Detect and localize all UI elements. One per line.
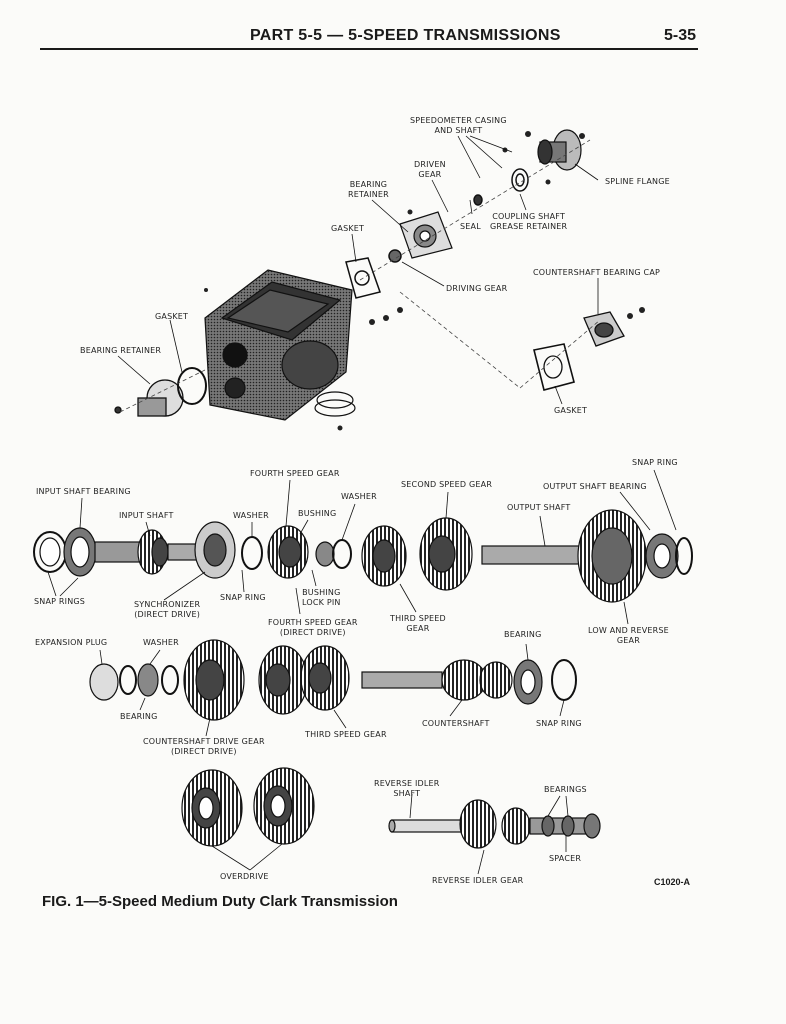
label-synchronizer: SYNCHRONIZER (DIRECT DRIVE) <box>134 600 201 619</box>
figure-code: C1020-A <box>654 877 691 887</box>
label-input-shaft: INPUT SHAFT <box>119 511 174 520</box>
overdrive-gears <box>181 767 315 847</box>
label-reverse-idler-shaft: REVERSE IDLER SHAFT <box>374 779 440 798</box>
reverse-idler-gear-part <box>388 799 601 849</box>
input-bearing-retainer <box>114 367 207 417</box>
label-seal: SEAL <box>460 222 481 231</box>
label-snap-rings: SNAP RINGS <box>34 597 86 606</box>
top-leader-lines <box>117 135 599 405</box>
label-speedometer-casing: SPEEDOMETER CASING AND SHAFT <box>410 116 507 135</box>
label-snap-ring-mid: SNAP RING <box>220 593 266 602</box>
label-output-shaft: OUTPUT SHAFT <box>507 503 571 512</box>
label-second-speed-gear: SECOND SPEED GEAR <box>401 480 493 489</box>
label-bearings: BEARINGS <box>544 785 587 794</box>
label-output-shaft-bearing: OUTPUT SHAFT BEARING <box>543 482 647 491</box>
label-washer-left: WASHER <box>233 511 269 520</box>
page-header-title: PART 5-5 — 5-SPEED TRANSMISSIONS <box>250 27 561 44</box>
main-shaft-gears <box>33 509 693 603</box>
label-gasket-left: GASKET <box>155 312 189 321</box>
spline-flange <box>537 129 582 171</box>
label-gasket-right: GASKET <box>554 406 588 415</box>
label-bearing-mid: BEARING <box>504 630 542 639</box>
label-bushing: BUSHING <box>298 509 337 518</box>
figure-caption: FIG. 1—5-Speed Medium Duty Clark Transmi… <box>42 893 398 910</box>
label-driving-gear: DRIVING GEAR <box>446 284 508 293</box>
transmission-case <box>204 269 356 421</box>
bottom-leader-lines <box>211 793 569 875</box>
middle-leader-lines <box>47 469 677 625</box>
label-bearing-low: BEARING <box>120 712 158 721</box>
label-spline-flange: SPLINE FLANGE <box>605 177 670 186</box>
label-driven-gear: DRIVEN GEAR <box>414 160 446 179</box>
label-washer-mid: WASHER <box>341 492 377 501</box>
label-countershaft: COUNTERSHAFT <box>422 719 490 728</box>
countershaft-leader-lines <box>99 643 565 737</box>
top-bearing-retainer <box>399 211 453 259</box>
small-fasteners <box>204 131 645 431</box>
label-reverse-idler-gear: REVERSE IDLER GEAR <box>432 876 524 885</box>
label-fourth-speed-gear-direct: FOURTH SPEED GEAR (DIRECT DRIVE) <box>268 618 358 637</box>
label-spacer: SPACER <box>549 854 582 863</box>
label-bushing-lock-pin: BUSHING LOCK PIN <box>302 588 341 607</box>
top-centerlines <box>119 139 601 413</box>
countershaft-gears <box>89 639 577 721</box>
label-bearing-retainer-top: BEARING RETAINER <box>348 180 389 199</box>
page-number: 5-35 <box>664 27 697 44</box>
label-snap-ring-top: SNAP RING <box>632 458 678 467</box>
label-third-speed-gear-top: THIRD SPEED GEAR <box>390 614 446 633</box>
label-coupling-shaft: COUPLING SHAFT GREASE RETAINER <box>490 212 568 231</box>
label-input-shaft-bearing: INPUT SHAFT BEARING <box>36 487 131 496</box>
label-low-reverse-gear: LOW AND REVERSE GEAR <box>588 626 669 645</box>
label-countershaft-drive-gear: COUNTERSHAFT DRIVE GEAR (DIRECT DRIVE) <box>143 737 265 756</box>
label-countershaft-bearing-cap: COUNTERSHAFT BEARING CAP <box>533 268 661 277</box>
label-washer-low: WASHER <box>143 638 179 647</box>
countershaft-bearing-cap-part <box>533 311 625 391</box>
label-bearing-retainer-left: BEARING RETAINER <box>80 346 162 355</box>
label-gasket-top: GASKET <box>331 224 365 233</box>
header-rule <box>40 48 698 50</box>
label-fourth-speed-gear: FOURTH SPEED GEAR <box>250 469 340 478</box>
label-third-speed-gear-low: THIRD SPEED GEAR <box>305 730 387 739</box>
label-snap-ring-low: SNAP RING <box>536 719 582 728</box>
coupling-seal <box>388 168 529 263</box>
label-overdrive: OVERDRIVE <box>220 872 269 881</box>
label-expansion-plug: EXPANSION PLUG <box>35 638 108 647</box>
top-gasket <box>345 257 381 299</box>
